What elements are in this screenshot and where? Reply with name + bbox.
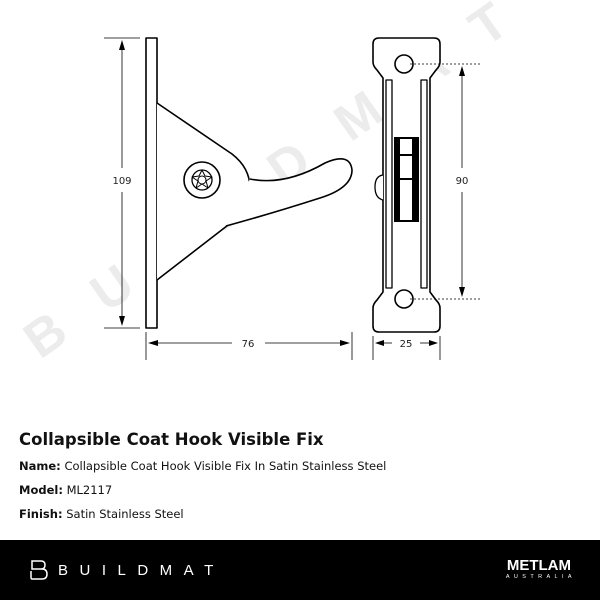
- product-title: Collapsible Coat Hook Visible Fix: [19, 430, 324, 449]
- finish-label: Finish:: [19, 507, 63, 521]
- technical-drawing: 109 76 90: [104, 37, 482, 360]
- product-name-row: Name: Collapsible Coat Hook Visible Fix …: [19, 459, 386, 473]
- product-model-row: Model: ML2117: [19, 483, 386, 497]
- dim-hole-spacing-label: 90: [456, 176, 469, 187]
- buildmat-b-icon: [30, 560, 48, 580]
- name-label: Name:: [19, 459, 61, 473]
- product-finish-row: Finish: Satin Stainless Steel: [19, 507, 386, 521]
- buildmat-wordmark: BUILDMAT: [58, 561, 225, 579]
- finish-value: Satin Stainless Steel: [66, 507, 184, 521]
- wall-plate-side: [145, 37, 158, 329]
- metlam-logo: METLAM AUSTRALIA: [506, 558, 572, 581]
- dim-width-label: 76: [242, 339, 255, 350]
- product-info: Collapsible Coat Hook Visible Fix Name: …: [19, 430, 386, 521]
- metlam-subtitle: AUSTRALIA: [505, 574, 576, 580]
- model-label: Model:: [19, 483, 63, 497]
- screw-head: [183, 161, 221, 199]
- hook-arm: [225, 158, 353, 227]
- buildmat-logo: BUILDMAT: [30, 560, 225, 580]
- dim-height-label: 109: [112, 176, 131, 187]
- metlam-wordmark: METLAM: [506, 557, 571, 574]
- footer-bar: BUILDMAT METLAM AUSTRALIA: [0, 540, 600, 600]
- model-value: ML2117: [66, 483, 113, 497]
- dim-plate-width-label: 25: [400, 339, 413, 350]
- name-value: Collapsible Coat Hook Visible Fix In Sat…: [64, 459, 387, 473]
